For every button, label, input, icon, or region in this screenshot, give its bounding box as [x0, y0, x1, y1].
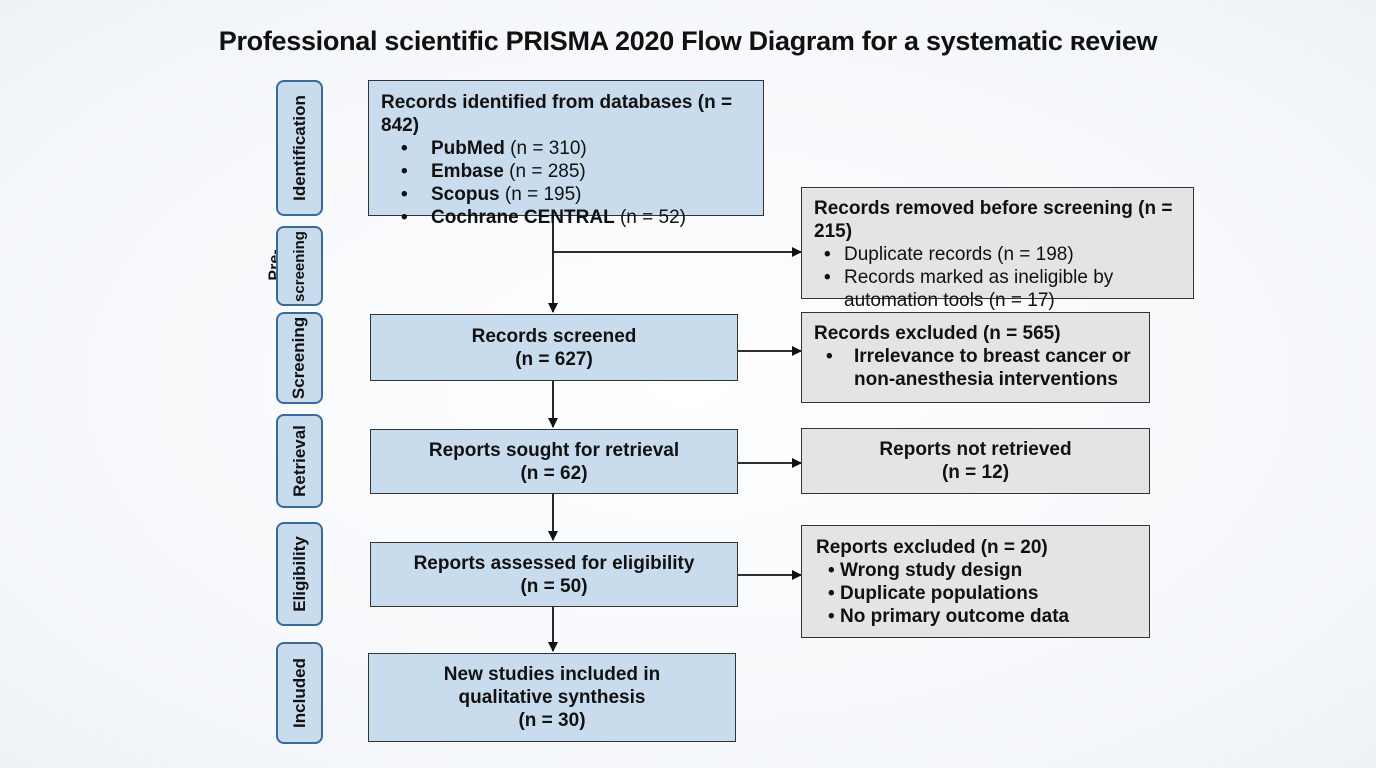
list-item: Records marked as ineligible by: [814, 266, 1181, 289]
reports-not-retrieved-label: Reports not retrieved: [879, 439, 1072, 460]
source-count: (n = 195): [504, 184, 582, 205]
reports-excluded-heading: Reports excluded (n = 20): [816, 537, 1048, 558]
reports-assessed-label: Reports assessed for eligibility: [413, 552, 695, 574]
records-screened-count: (n = 627): [515, 348, 593, 370]
source-name: Embase: [431, 161, 504, 182]
stage-retrieval: Retrieval: [276, 414, 323, 508]
studies-included-count: (n = 30): [518, 710, 586, 731]
source-name: Cochrane CENTRAL: [431, 207, 615, 228]
source-name: PubMed: [431, 138, 505, 159]
reports-sought-count: (n = 62): [520, 462, 588, 484]
records-removed-box: Records removed before screening (n = 21…: [801, 187, 1194, 311]
source-count: (n = 52): [619, 207, 686, 228]
list-item-continued: automation tools (n = 17): [814, 289, 1181, 312]
source-count: (n = 285): [509, 161, 586, 182]
records-excluded-box: Records excluded (n = 565) Irrelevance t…: [801, 312, 1150, 403]
list-item-text: Irrelevance to breast cancer or: [854, 346, 1131, 367]
list-item: Scopus (n = 195): [381, 183, 751, 206]
reports-excluded-list: Wrong study design Duplicate populations…: [816, 559, 1135, 628]
list-item: Duplicate populations: [816, 582, 1135, 605]
studies-included-line2: qualitative synthesis: [458, 687, 646, 708]
records-screened-label: Records screened: [471, 325, 637, 347]
records-identified-box: Records identified from databases (n = 8…: [368, 80, 764, 229]
reports-assessed-box: Reports assessed for eligibility (n = 50…: [370, 542, 738, 607]
database-list: PubMed (n = 310) Embase (n = 285) Scopus…: [381, 137, 751, 229]
reports-sought-box: Reports sought for retrieval (n = 62): [370, 429, 738, 494]
stage-identification: Identification: [276, 80, 323, 216]
list-item: Wrong study design: [816, 559, 1135, 582]
reports-sought-label: Reports sought for retrieval: [428, 439, 680, 461]
reports-assessed-count: (n = 50): [520, 575, 588, 597]
stage-prescreening: screening: [276, 226, 323, 306]
records-removed-heading: Records removed before screening (n = 21…: [814, 198, 1173, 242]
list-item: Cochrane CENTRAL (n = 52): [381, 206, 751, 229]
source-name: Scopus: [431, 184, 500, 205]
records-excluded-list: Irrelevance to breast cancer ornon-anest…: [814, 345, 1137, 391]
reports-not-retrieved-count: (n = 12): [941, 462, 1010, 483]
list-item-text: non-anesthesia interventions: [854, 369, 1118, 390]
reports-excluded-box: Reports excluded (n = 20) Wrong study de…: [801, 525, 1150, 638]
list-item-text: automation tools (n = 17): [844, 290, 1055, 311]
source-count: (n = 310): [510, 138, 587, 159]
list-item: PubMed (n = 310): [381, 137, 751, 160]
records-excluded-heading: Records excluded (n = 565): [814, 323, 1061, 344]
list-item: No primary outcome data: [816, 605, 1135, 628]
stage-eligibility: Eligibility: [276, 522, 323, 626]
records-identified-heading: Records identified from databases (n = 8…: [381, 92, 733, 136]
studies-included-line1: New studies included in: [443, 664, 661, 685]
stage-screening: Screening: [276, 312, 323, 404]
records-screened-box: Records screened (n = 627): [370, 314, 738, 381]
removed-list: Duplicate records (n = 198) Records mark…: [814, 243, 1181, 312]
list-item: Embase (n = 285): [381, 160, 751, 183]
list-item: Duplicate records (n = 198): [814, 243, 1181, 266]
studies-included-box: New studies included in qualitative synt…: [368, 653, 736, 742]
list-item: Irrelevance to breast cancer ornon-anest…: [814, 345, 1137, 391]
stage-included: Included: [276, 642, 323, 744]
reports-not-retrieved-box: Reports not retrieved (n = 12): [801, 428, 1150, 494]
page-title: Professional scientific PRISMA 2020 Flow…: [218, 26, 1158, 56]
